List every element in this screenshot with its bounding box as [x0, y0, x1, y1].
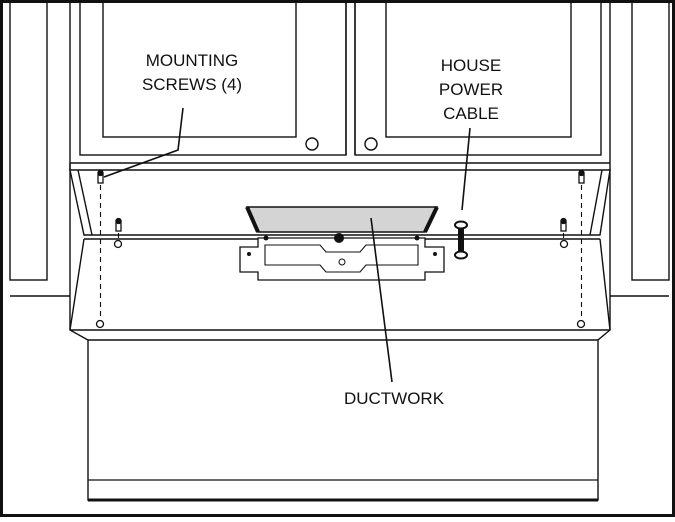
- house-power-label-line3: CABLE: [443, 104, 499, 123]
- right-knob: [364, 137, 378, 151]
- ductwork: [239, 206, 445, 281]
- screw-mid-left: [115, 217, 122, 232]
- right-side-cabinet: [631, 0, 670, 281]
- ductwork-label-bg: [325, 386, 465, 410]
- power-cable: [454, 220, 468, 260]
- house-power-label-line2: POWER: [439, 80, 503, 99]
- right-door-panel: [385, 0, 572, 138]
- screws-label-bg: [118, 46, 268, 98]
- range-hood: [69, 238, 611, 502]
- left-door-panel: [102, 0, 297, 138]
- left-knob: [305, 137, 319, 151]
- ductwork-leader: [370, 217, 393, 383]
- mounting-screws-label-line2: SCREWS (4): [142, 75, 242, 94]
- keyhole-slots: [95, 239, 586, 329]
- house-power-label-line1: HOUSE: [441, 56, 501, 75]
- screws-leader: [103, 107, 184, 178]
- mounting-screws: [95, 169, 586, 329]
- left-side-cabinet: [9, 0, 48, 281]
- ductwork-label: DUCTWORK: [344, 389, 445, 408]
- power-label-bg: [423, 52, 518, 126]
- screw-mid-right: [560, 217, 567, 232]
- mounting-screws-label-line1: MOUNTING: [146, 51, 239, 70]
- screw-top-left: [97, 169, 104, 184]
- alignment-lines: [99, 185, 583, 320]
- power-cable-leader: [461, 127, 471, 211]
- cabinets: [9, 0, 670, 330]
- screw-top-right: [578, 169, 585, 184]
- leader-lines: [103, 107, 471, 383]
